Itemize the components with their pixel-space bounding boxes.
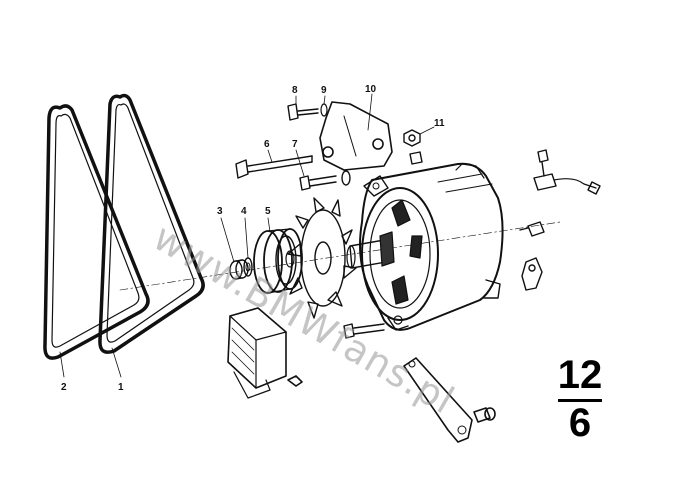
nut-3 (229, 259, 249, 280)
fan-wheel (287, 197, 357, 319)
lower-bolt (343, 323, 385, 339)
group-number-top: 12 (557, 353, 603, 397)
pulley-5 (253, 228, 303, 294)
bolt-8 (287, 103, 319, 121)
callout-10: 10 (365, 84, 377, 95)
callout-1: 1 (118, 382, 124, 393)
callout-6: 6 (264, 139, 270, 150)
bolt-6 (235, 155, 313, 179)
callout-labels: 1 2 3 4 5 6 7 8 9 10 11 (61, 84, 445, 393)
callout-7: 7 (292, 139, 298, 150)
bolt-7 (299, 170, 351, 191)
voltage-regulator (227, 307, 303, 399)
group-number-bottom: 6 (568, 401, 592, 445)
wire-connector (533, 149, 601, 195)
callout-4: 4 (241, 206, 247, 217)
bracket-10 (319, 101, 393, 171)
callout-5: 5 (265, 206, 271, 217)
group-divider (558, 399, 602, 402)
callout-11: 11 (434, 118, 445, 129)
v-belt-2 (43, 104, 150, 360)
terminal-screw (519, 221, 545, 237)
callout-2: 2 (61, 382, 67, 393)
callout-3: 3 (217, 206, 223, 217)
cable-lug (521, 257, 543, 291)
tension-strap (403, 357, 496, 443)
alternator-body (359, 162, 504, 331)
washer-9 (320, 103, 328, 117)
v-belt-1 (98, 93, 205, 354)
callout-8: 8 (292, 85, 298, 96)
callout-9: 9 (321, 85, 327, 96)
nut-11 (403, 129, 423, 165)
